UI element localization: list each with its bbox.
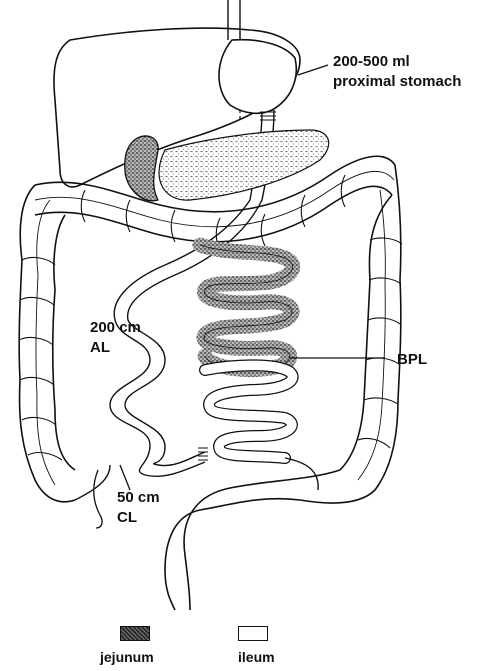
legend-swatch-jejunum — [120, 626, 150, 641]
ileum-loops — [205, 365, 318, 490]
stomach-part-label: proximal stomach — [333, 72, 461, 91]
al-length-label: 200 cm — [90, 318, 141, 337]
biliopancreatic-limb — [200, 245, 293, 370]
ascending-colon — [19, 185, 75, 502]
cecum — [75, 465, 110, 528]
stomach-volume-label: 200-500 ml — [333, 52, 410, 71]
duodenum — [125, 136, 158, 201]
descending-colon — [300, 165, 402, 503]
sigmoid-colon — [165, 470, 340, 610]
legend-swatch-ileum — [238, 626, 268, 641]
cl-name-label: CL — [117, 508, 137, 527]
bpl-name-label: BPL — [397, 350, 427, 369]
legend-label-ileum: ileum — [238, 648, 275, 667]
al-name-label: AL — [90, 338, 110, 357]
legend-label-jejunum: jejunum — [100, 648, 154, 667]
cl-length-label: 50 cm — [117, 488, 160, 507]
